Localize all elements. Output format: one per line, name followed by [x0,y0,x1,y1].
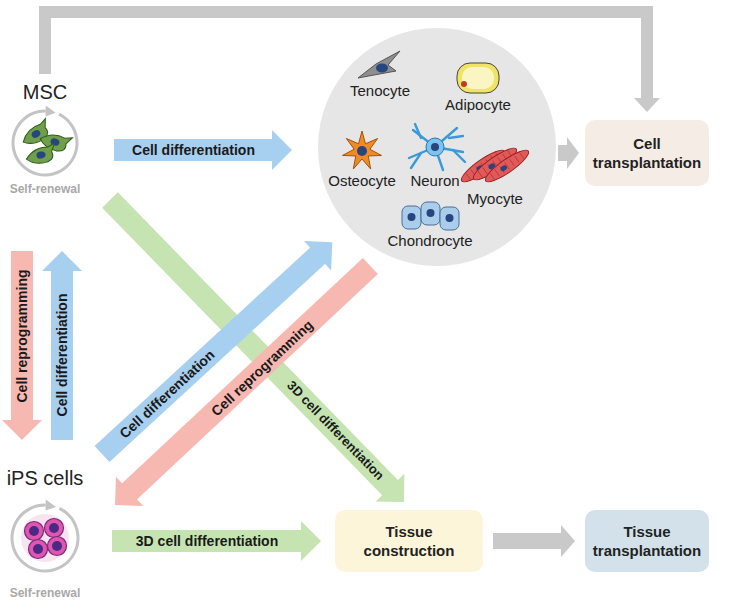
arrow-head [301,521,321,561]
renewal-label: Self-renewal [0,586,90,600]
block-arrow [558,137,579,169]
box-label: Tissue transplantation [593,522,701,560]
cell-icon [0,490,90,586]
arrow-label: 3D cell differentiation [132,532,282,550]
circle-fill [318,28,556,266]
arrow-head [634,98,660,112]
box-label: Tissue construction [343,522,475,560]
arrow-shaft [110,200,391,488]
cell-type: Tenocyte [330,48,430,100]
arrow-head [115,477,143,506]
cell-label: Chondrocyte [380,232,480,250]
block-arrow [2,251,42,440]
cell-icon [330,48,430,82]
arrow-shaft [114,139,273,161]
renewal-arrowhead [46,106,56,117]
cell-type: Adipocyte [428,60,528,114]
arrow-label: Cell differentiation [128,141,259,159]
cell-icon [380,200,480,232]
block-arrow [114,130,292,170]
arrow-shaft [558,145,568,161]
cell-type: Osteocyte [312,130,412,190]
arrow-head [561,525,575,557]
arrow-label: Cell differentiation [53,290,71,421]
cell-label: Osteocyte [312,172,412,190]
cell-icon [0,104,90,182]
block-arrow [45,12,660,112]
arrow-head [42,251,82,271]
renewal-arrowhead [46,500,56,511]
renewal-ring [12,110,79,177]
cell-name: MSC [0,80,90,104]
renewal-label: Self-renewal [0,182,90,196]
block-arrow [110,200,404,502]
block-arrow [115,266,370,506]
cell-icon [385,122,485,172]
block-arrow [42,251,82,440]
cell-icon [428,60,528,96]
arrow-shaft [112,530,302,552]
cell-type: Myocyte [445,140,545,208]
arrow-head [272,130,292,170]
arrow-label: Cell reprogramming [13,265,31,406]
arrow-head [567,137,579,169]
arrow-head [304,241,332,270]
box-label: Cell transplantation [593,134,701,172]
cell-type: Chondrocyte [380,200,480,250]
arrow-shaft [493,533,562,549]
arrow-shaft [11,251,33,421]
arrow-shaft [51,270,73,440]
process-box: Cell transplantation [585,120,709,186]
cell-name: iPS cells [0,466,90,490]
block-arrow [493,525,575,557]
cell-icon [312,130,412,172]
renewal-ring [10,504,79,573]
cell-label: Myocyte [445,190,545,208]
arrow-label: 3D cell differentiation [280,375,390,487]
process-box: Tissue construction [335,510,483,572]
process-box: Tissue transplantation [585,510,709,572]
cell-label: Adipocyte [428,96,528,114]
block-arrow [112,521,321,561]
stem-cell-node: iPS cellsSelf-renewal [0,466,90,600]
stem-cell-node: MSC Self-renewal [0,80,90,196]
arrow-shaft [129,266,370,492]
cell-type-circle: TenocyteAdipocyteOsteocyteNeuronMyocyteC… [318,28,556,266]
arrow-head [2,420,42,440]
cell-icon [445,140,545,190]
cell-label: Tenocyte [330,82,430,100]
